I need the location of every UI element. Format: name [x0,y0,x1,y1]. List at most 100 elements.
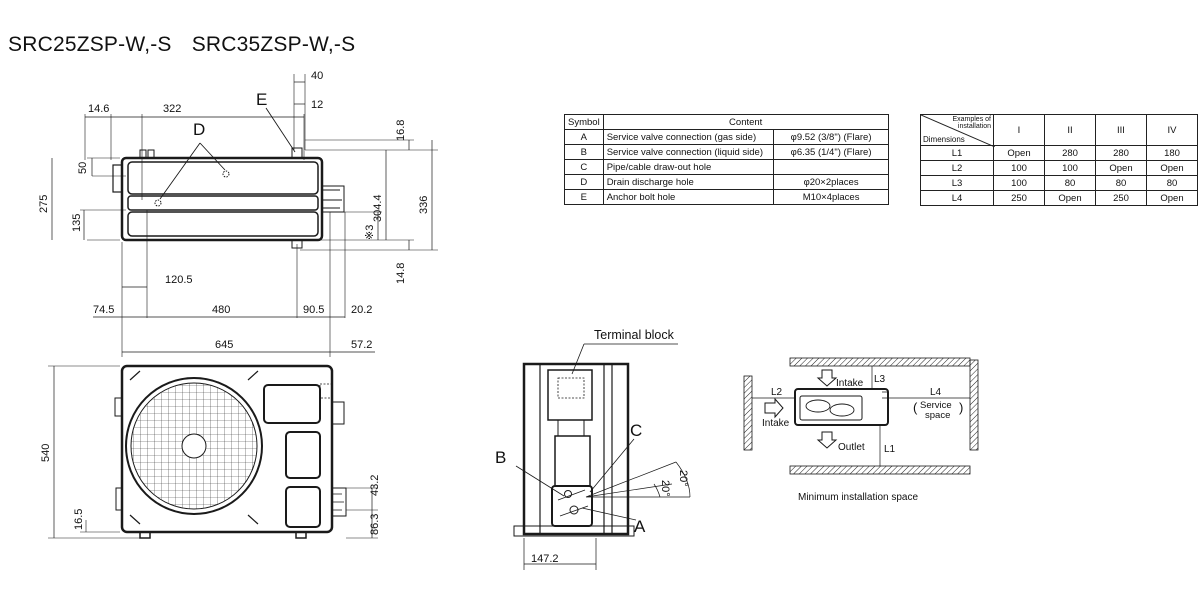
terminal-block-label: Terminal block [594,328,675,342]
model-name-2: SRC35ZSP-W,-S [191,33,356,56]
table-row: L4 250 Open 250 Open [920,190,1198,206]
corner-top-label: Examples of installation [952,116,991,130]
table-cell: 280 [1095,145,1147,161]
spec-cell: φ9.52 (3/8") (Flare) [773,129,889,145]
row-label: L1 [920,145,994,161]
content-header: Content [602,114,889,130]
service-space-label-1: Service [920,400,952,411]
row-label: L4 [920,190,994,206]
model-name-1: SRC25ZSP-W,-S [8,33,172,56]
table-cell: 100 [993,175,1045,191]
dim-12: 12 [311,99,323,111]
front-view-body [120,364,334,534]
column-header: II [1044,114,1096,146]
table-row: B Service valve connection (liquid side)… [564,144,889,160]
svg-text:): ) [959,400,963,415]
angle-20-a: 20° [677,470,689,487]
dim-480: 480 [212,304,230,316]
dim-16-8: 16.8 [395,120,407,141]
L4-label: L4 [930,387,942,398]
dim-14-8: 14.8 [395,263,407,284]
dim-120-5: 120.5 [165,274,193,286]
table-cell: 100 [993,160,1045,176]
front-view [48,364,378,539]
content-cell: Service valve connection (gas side) [602,129,775,145]
symbol-table-header: Symbol Content [564,114,889,130]
install-diagram-labels: Intake Intake Outlet L1 L2 L3 L4 ( Servi… [762,374,963,503]
table-cell: 100 [1044,160,1096,176]
page-title: SRC25ZSP-W,-S SRC35ZSP-W,-S [8,33,369,57]
table-cell: Open [1146,190,1198,206]
dim-50: 50 [77,162,89,174]
intake-top-label: Intake [836,378,864,389]
column-header: III [1095,114,1147,146]
table-row: L2 100 100 Open Open [920,160,1198,176]
wall-top [789,357,971,367]
symbol-table: Symbol Content A Service valve connectio… [564,114,889,205]
side-view-labels: Terminal block A B C 20° 20° 147.2 [495,328,689,565]
top-view-body [120,156,324,242]
table-cell: 250 [993,190,1045,206]
table-cell: Open [1044,190,1096,206]
content-cell: Drain discharge hole [602,174,775,190]
label-D: D [193,120,205,139]
spec-cell [773,159,889,175]
row-label: L2 [920,160,994,176]
dims-table-corner: Examples of installation Dimensions [920,114,995,147]
symbol-cell: E [564,189,604,205]
table-cell: 80 [1146,175,1198,191]
symbol-header: Symbol [564,114,604,130]
dim-16-5: 16.5 [73,509,85,530]
dim-336: 336 [418,196,430,214]
install-caption: Minimum installation space [798,492,918,503]
dim-57-2: 57.2 [351,339,372,351]
table-row: L3 100 80 80 80 [920,175,1198,191]
table-cell: 280 [1044,145,1096,161]
table-cell: Open [1095,160,1147,176]
dim-540: 540 [40,444,52,462]
table-row: E Anchor bolt hole M10×4places [564,189,889,205]
dim-20-2: 20.2 [351,304,372,316]
dims-table-header: Examples of installation Dimensions I II… [920,114,1198,147]
svg-text:(: ( [913,400,918,415]
install-unit [794,388,889,426]
front-panel-3 [285,486,321,528]
table-cell: 180 [1146,145,1198,161]
dim-90-5: 90.5 [303,304,324,316]
row-label: L3 [920,175,994,191]
spec-cell: φ20×2places [773,174,889,190]
fan-grille [125,377,263,515]
symbol-cell: D [564,174,604,190]
wall-bottom [789,465,971,475]
top-view-panel-3 [127,211,319,237]
dim-74-5: 74.5 [93,304,114,316]
dim-14-6: 14.6 [88,103,109,115]
corner-diagonal [921,115,995,147]
angle-20-b: 20° [659,480,671,497]
symbol-cell: C [564,159,604,175]
dim-275: 275 [38,195,50,213]
L3-label: L3 [874,374,886,385]
dim-86-3: 86.3 [369,514,381,535]
front-view-labels: 540 16.5 43.2 86.3 [40,444,381,535]
wall-left [743,375,753,451]
note-3: ※3 [364,225,376,240]
dimensions-table: Examples of installation Dimensions I II… [920,114,1198,206]
symbol-cell: B [564,144,604,160]
top-view-panel-1 [127,161,319,195]
table-cell: 80 [1095,175,1147,191]
dim-40: 40 [311,70,323,82]
label-E: E [256,90,267,109]
terminal-block-box [547,369,593,421]
side-view [513,343,691,570]
top-view [51,74,438,357]
column-header: IV [1146,114,1198,146]
symbol-cell: A [564,129,604,145]
outlet-label: Outlet [838,442,865,453]
spec-cell: φ6.35 (1/4") (Flare) [773,144,889,160]
dim-645: 645 [215,339,233,351]
label-C: C [630,421,642,440]
spec-cell: M10×4places [773,189,889,205]
label-B: B [495,448,506,467]
intake-left-label: Intake [762,418,790,429]
